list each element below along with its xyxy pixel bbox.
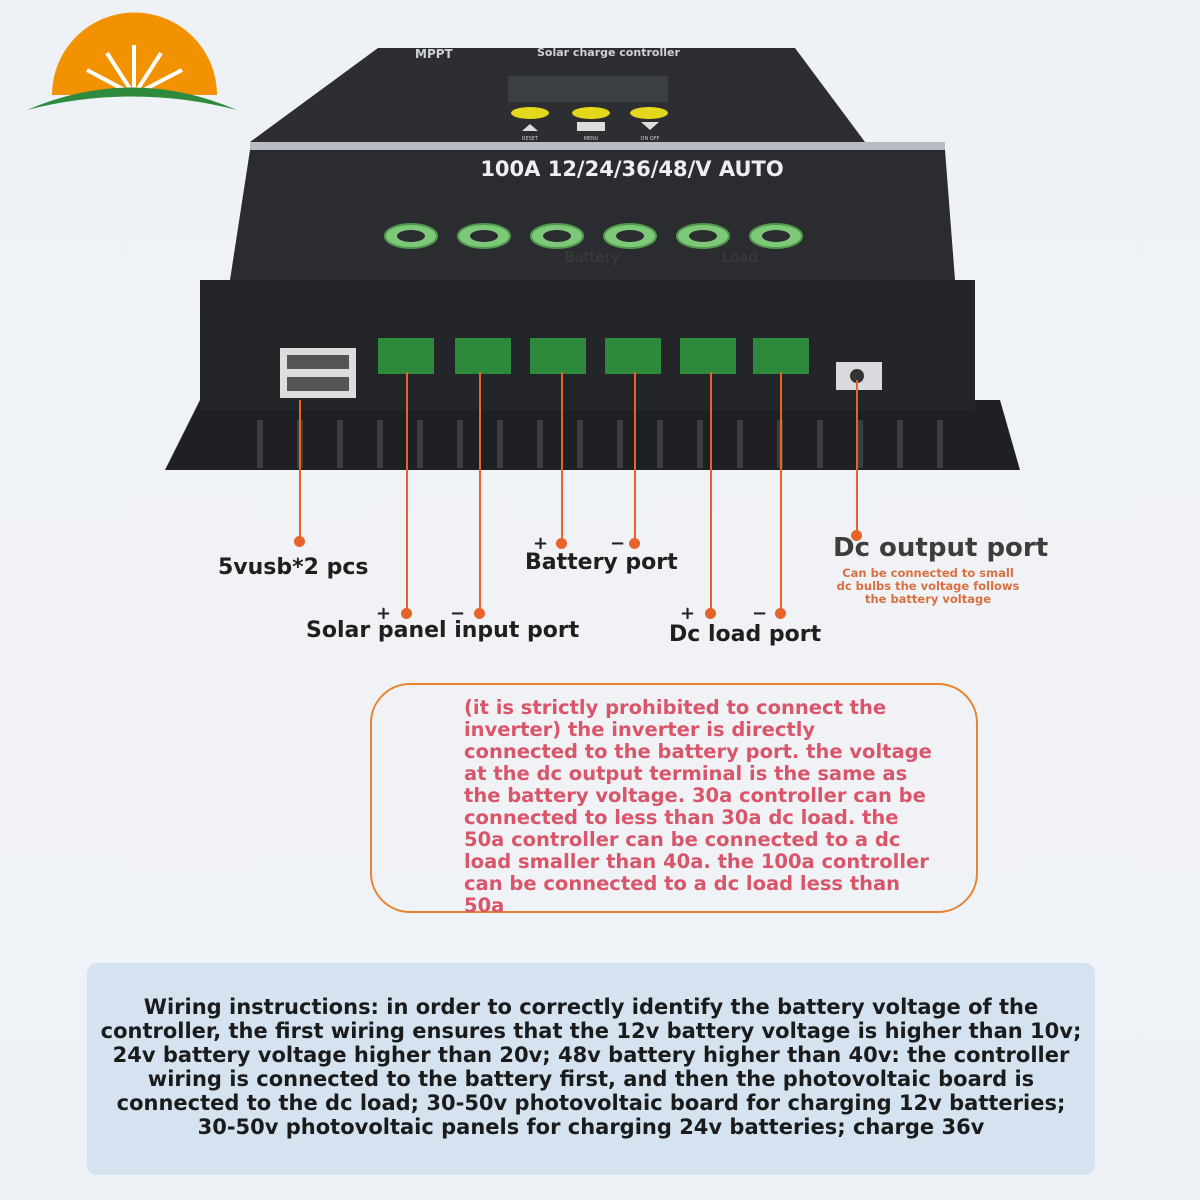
- dc-output-label: Dc output port: [833, 533, 1049, 563]
- reset-button[interactable]: [511, 107, 549, 119]
- load-engraving: Load: [722, 248, 758, 266]
- usb-ports: [280, 348, 356, 398]
- subtitle-text: Solar charge controller: [537, 46, 680, 59]
- menu-button[interactable]: [572, 107, 610, 119]
- dc-load-label: Dc load port: [669, 622, 822, 647]
- triangle-down-icon: [641, 122, 659, 130]
- solar-plus-sign: +: [376, 603, 392, 624]
- warning-text: (it is strictly prohibited to connect th…: [464, 696, 932, 917]
- load-plus-sign: +: [680, 603, 696, 624]
- brand-text: MPPT: [415, 47, 454, 61]
- menu-icon: [577, 122, 605, 131]
- battery-engraving: Battery: [564, 248, 620, 266]
- battery-plus-sign: +: [533, 533, 549, 554]
- battery-port-label: Battery port: [525, 550, 678, 575]
- sun-logo: [27, 12, 237, 110]
- lcd-display: [508, 76, 668, 102]
- load-minus-sign: −: [752, 603, 768, 624]
- solar-minus-sign: −: [450, 603, 466, 624]
- solar-input-label: Solar panel input port: [306, 618, 580, 643]
- warning-bubble: [370, 683, 978, 913]
- wiring-instructions-text: Wiring instructions: in order to correct…: [100, 995, 1082, 1139]
- onoff-button[interactable]: [630, 107, 668, 119]
- terminal-blocks: [378, 338, 809, 374]
- charge-controller-device: MPPT Solar charge controller RESET MENU …: [165, 46, 1020, 470]
- battery-minus-sign: −: [610, 533, 626, 554]
- menu-label: MENU: [584, 136, 599, 142]
- triangle-up-icon: [522, 124, 538, 131]
- dc-output-note: Can be connected to small dc bulbs the v…: [836, 566, 1020, 606]
- usb-label: 5vusb*2 pcs: [218, 555, 369, 580]
- heatsink-base: [165, 400, 1020, 470]
- rating-text: 100A 12/24/36/48/V AUTO: [480, 157, 783, 181]
- reset-label: RESET: [522, 136, 539, 142]
- wiring-instructions-panel: [87, 963, 1095, 1175]
- onoff-label: ON OFF: [641, 136, 660, 142]
